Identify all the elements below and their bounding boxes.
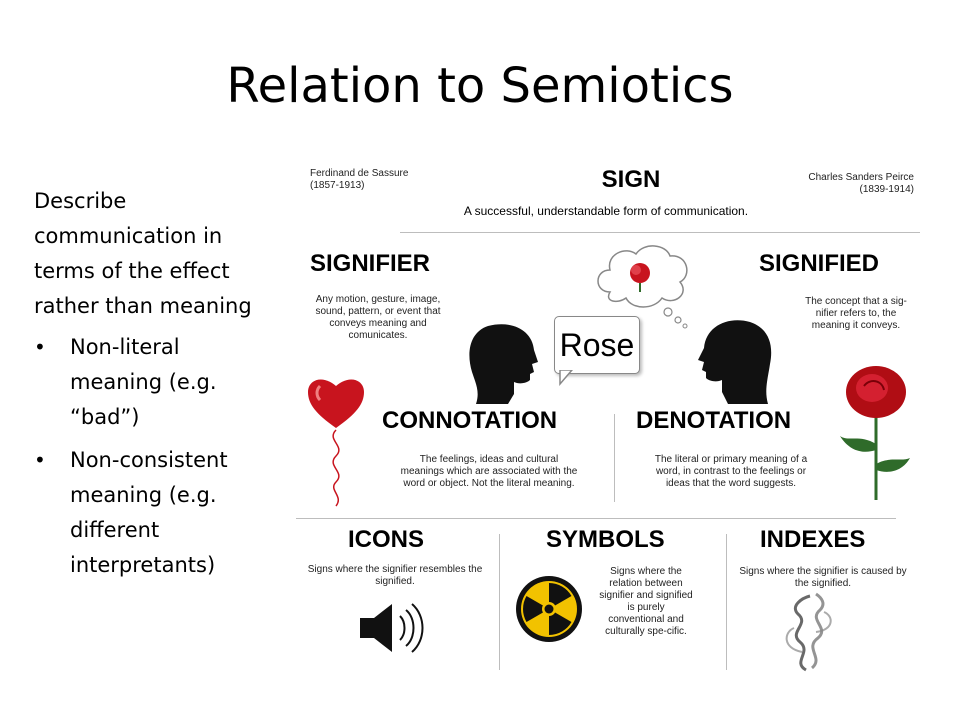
sign-title: SIGN — [601, 166, 661, 193]
divider-bottom — [296, 518, 896, 519]
divider-col-1 — [499, 534, 500, 670]
saussure-name: Ferdinand de Sassure — [310, 168, 409, 179]
radiation-icon — [516, 576, 582, 642]
bullet-item: Non-literal meaning (e.g. “bad”) — [34, 330, 264, 435]
slide-title: Relation to Semiotics — [226, 58, 734, 114]
divider-middle — [614, 414, 615, 502]
bullet-list: Non-literal meaning (e.g. “bad”) Non-con… — [34, 330, 264, 583]
signifier-description: Any motion, gesture, image, sound, patte… — [315, 294, 441, 341]
head-silhouette-icon — [469, 324, 538, 404]
slide-body: Describe communication in terms of the e… — [34, 184, 264, 591]
connotation-title: CONNOTATION — [382, 407, 558, 434]
denotation-title: DENOTATION — [636, 407, 792, 434]
indexes-title: INDEXES — [760, 526, 866, 553]
speech-bubble: Rose — [554, 316, 640, 374]
sign-description: A successful, understandable form of com… — [463, 204, 749, 218]
saussure-label: Ferdinand de Sassure (1857-1913) — [310, 168, 430, 192]
rose-flower-icon — [840, 366, 910, 500]
thought-bubble-icon — [597, 245, 688, 329]
peirce-name: Charles Sanders Peirce — [808, 172, 914, 183]
speaker-icon — [360, 603, 424, 653]
denotation-description: The literal or primary meaning of a word… — [654, 454, 808, 489]
smoke-icon — [785, 592, 832, 672]
divider-col-2 — [726, 534, 727, 670]
indexes-description: Signs where the signifier is caused by t… — [739, 566, 907, 589]
signifier-title: SIGNIFIER — [310, 250, 431, 277]
speech-tail-icon — [559, 370, 573, 386]
intro-text: Describe communication in terms of the e… — [34, 189, 252, 318]
symbols-description: Signs where the relation between signifi… — [599, 566, 693, 637]
heart-balloon-icon — [308, 379, 364, 507]
speech-word: Rose — [559, 327, 635, 363]
signified-title: SIGNIFIED — [759, 250, 880, 277]
divider-top — [400, 232, 920, 233]
peirce-label: Charles Sanders Peirce (1839-1914) — [794, 172, 914, 196]
signified-description: The concept that a sig-nifier refers to,… — [805, 296, 907, 331]
symbols-title: SYMBOLS — [546, 526, 665, 553]
head-silhouette-icon — [698, 320, 772, 404]
icons-title: ICONS — [348, 526, 425, 553]
semiotics-infographic: Ferdinand de Sassure (1857-1913) SIGN A … — [296, 152, 936, 672]
saussure-years: (1857-1913) — [310, 180, 365, 191]
peirce-years: (1839-1914) — [859, 184, 914, 195]
icons-description: Signs where the signifier resembles the … — [307, 564, 483, 587]
connotation-description: The feelings, ideas and cultural meaning… — [400, 454, 578, 489]
bullet-item: Non-consistent meaning (e.g. different i… — [34, 443, 264, 583]
